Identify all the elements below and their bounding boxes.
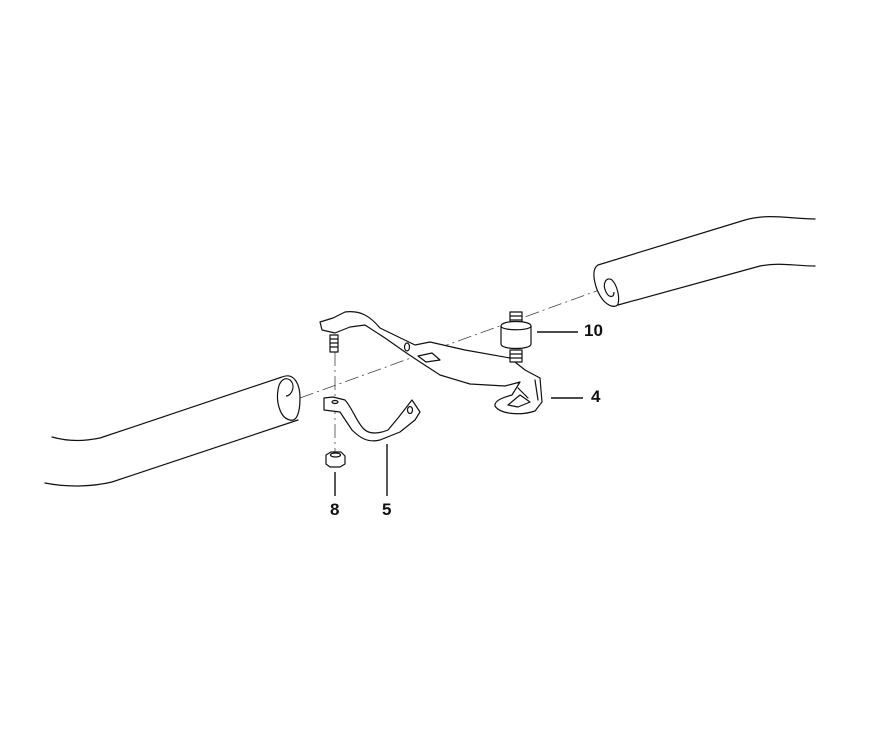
nut-part-8	[325, 451, 346, 468]
center-axis-line	[299, 287, 606, 399]
clamp-part-5	[323, 396, 421, 442]
left-exhaust-pipe	[44, 375, 301, 487]
right-exhaust-pipe	[593, 216, 816, 307]
callout-10: 10	[584, 321, 603, 340]
callout-5: 5	[382, 500, 392, 519]
callout-4: 4	[591, 387, 601, 406]
rubber-mount-part-10	[500, 311, 532, 363]
bracket-part-4	[319, 311, 543, 415]
callout-8: 8	[330, 500, 340, 519]
